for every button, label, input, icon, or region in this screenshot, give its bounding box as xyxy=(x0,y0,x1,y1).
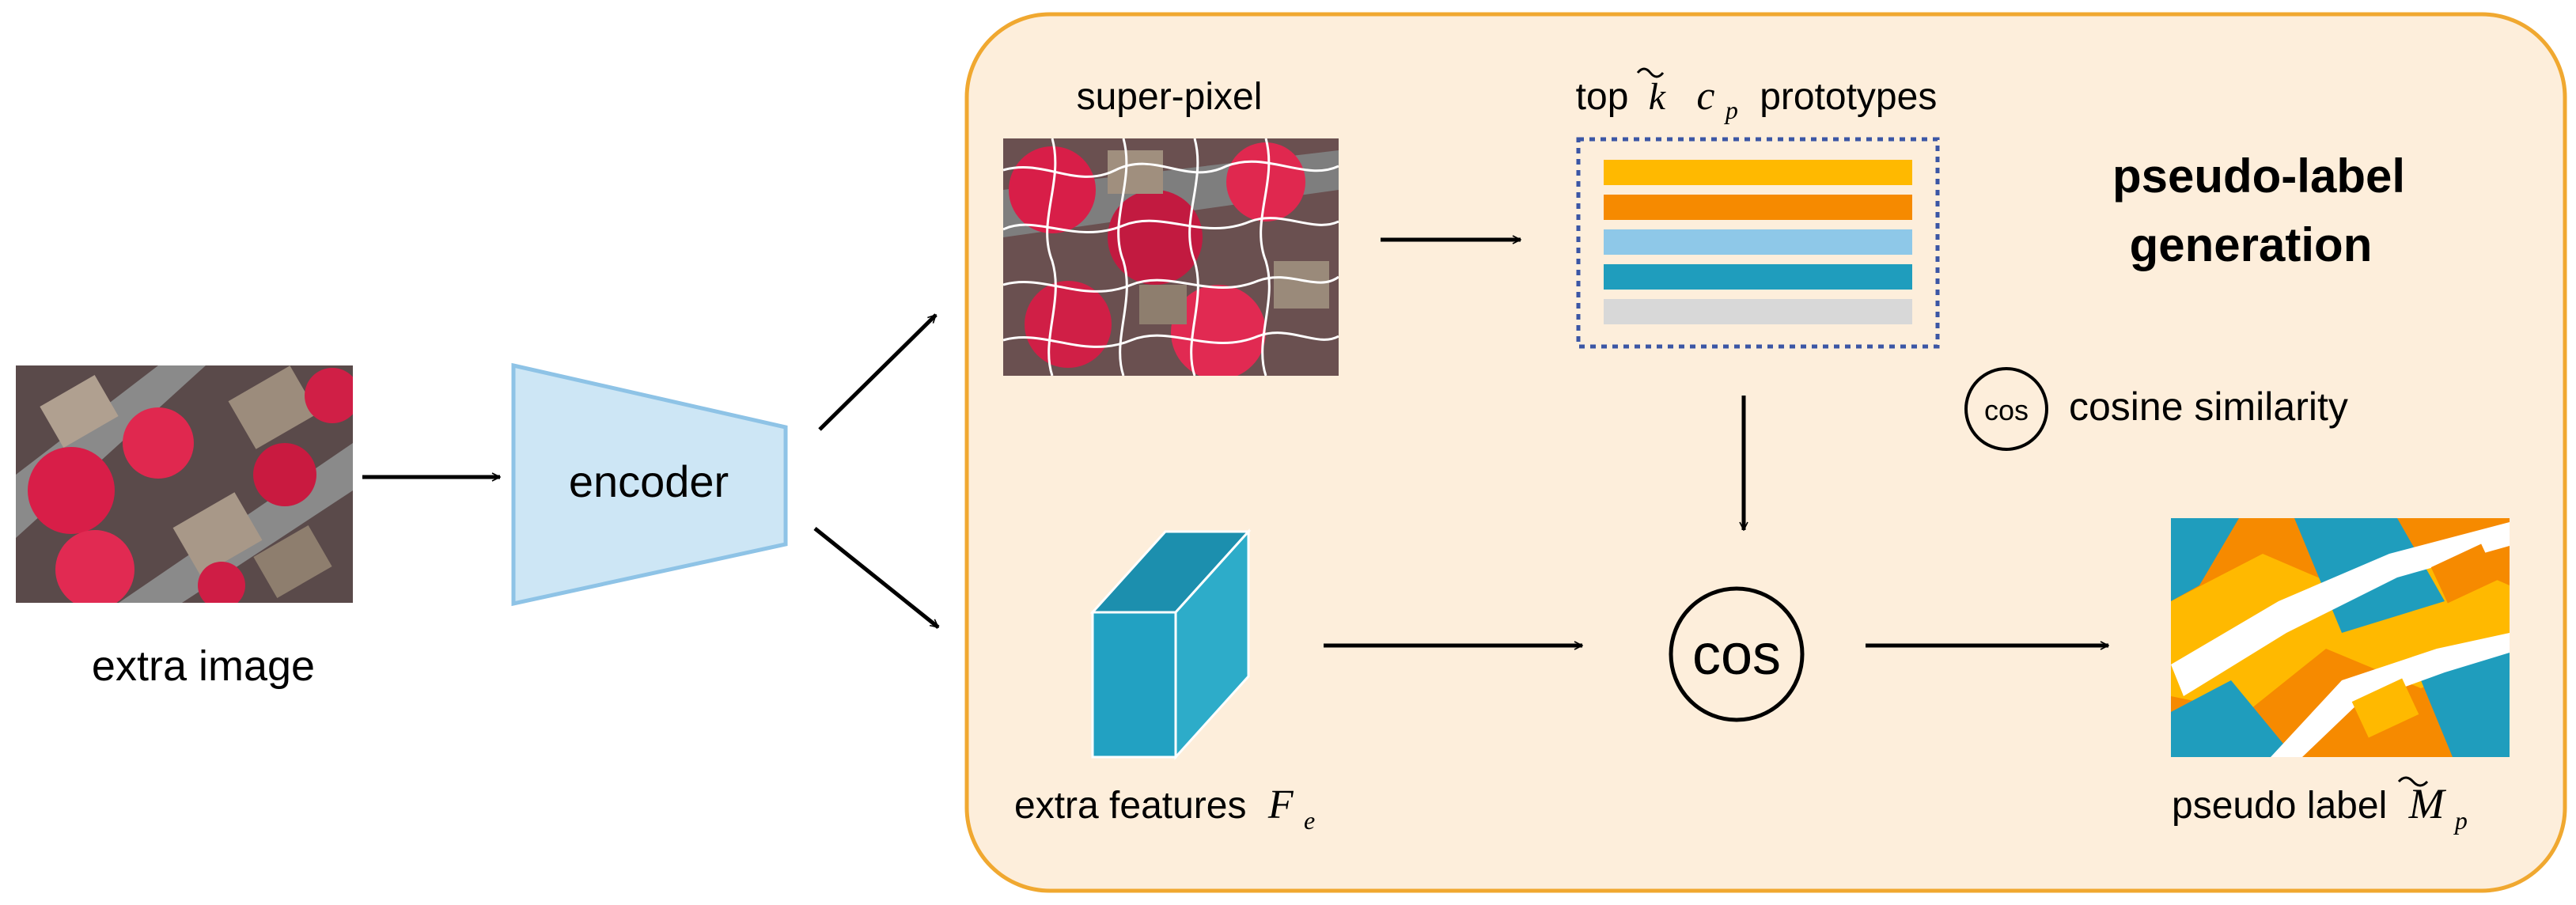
prototypes-box xyxy=(1576,137,1940,349)
tilde-mark xyxy=(1636,67,1665,78)
prototypes-subscript: p xyxy=(1724,96,1738,124)
prototypes-label-k: k xyxy=(1649,76,1667,118)
extra-image-label: extra image xyxy=(92,642,315,690)
prototype-bar-2 xyxy=(1604,195,1912,220)
panel-title-line1: pseudo-label xyxy=(2112,150,2405,203)
prototypes-label-prefix: top xyxy=(1576,76,1629,118)
extra-image xyxy=(16,365,353,603)
prototype-bar-1 xyxy=(1604,160,1912,185)
features-label: extra features F e xyxy=(1014,782,1315,835)
prototype-bar-3 xyxy=(1604,229,1912,255)
prototype-bar-4 xyxy=(1604,264,1912,290)
arrow-encoder-to-superpixel xyxy=(818,313,938,431)
feature-cube xyxy=(1089,528,1252,760)
output-label-text: pseudo label xyxy=(2172,785,2387,827)
pseudo-label-panel xyxy=(964,12,2567,893)
prototype-bar-5 xyxy=(1604,299,1912,324)
superpixel-image xyxy=(1003,138,1339,376)
cos-node-label: cos xyxy=(1692,623,1781,687)
panel-title-line2: generation xyxy=(2130,218,2373,271)
cos-legend-icon-text: cos xyxy=(1984,394,2029,426)
prototypes-label-suffix: prototypes xyxy=(1760,76,1937,118)
encoder-block xyxy=(511,362,788,607)
superpixel-label: super-pixel xyxy=(1077,76,1263,118)
encoder-label: encoder xyxy=(569,456,729,506)
prototypes-symbol: c xyxy=(1696,74,1714,119)
pseudo-label-image xyxy=(2171,518,2510,757)
output-symbol: M xyxy=(2408,780,2447,827)
features-symbol: F xyxy=(1267,782,1294,827)
features-label-text: extra features xyxy=(1014,785,1246,827)
arrow-encoder-to-features xyxy=(813,527,940,629)
cos-legend-icon xyxy=(1964,367,2048,451)
tilde-mark-output xyxy=(2397,776,2429,787)
output-subscript: p xyxy=(2453,806,2468,835)
features-subscript: e xyxy=(1304,806,1315,835)
prototypes-label: top k c p prototypes xyxy=(1576,74,1938,127)
cos-node xyxy=(1669,586,1805,722)
output-label: pseudo label M p xyxy=(2172,780,2468,835)
cos-legend-label: cosine similarity xyxy=(2069,384,2348,429)
prototype-bars xyxy=(1604,160,1912,324)
